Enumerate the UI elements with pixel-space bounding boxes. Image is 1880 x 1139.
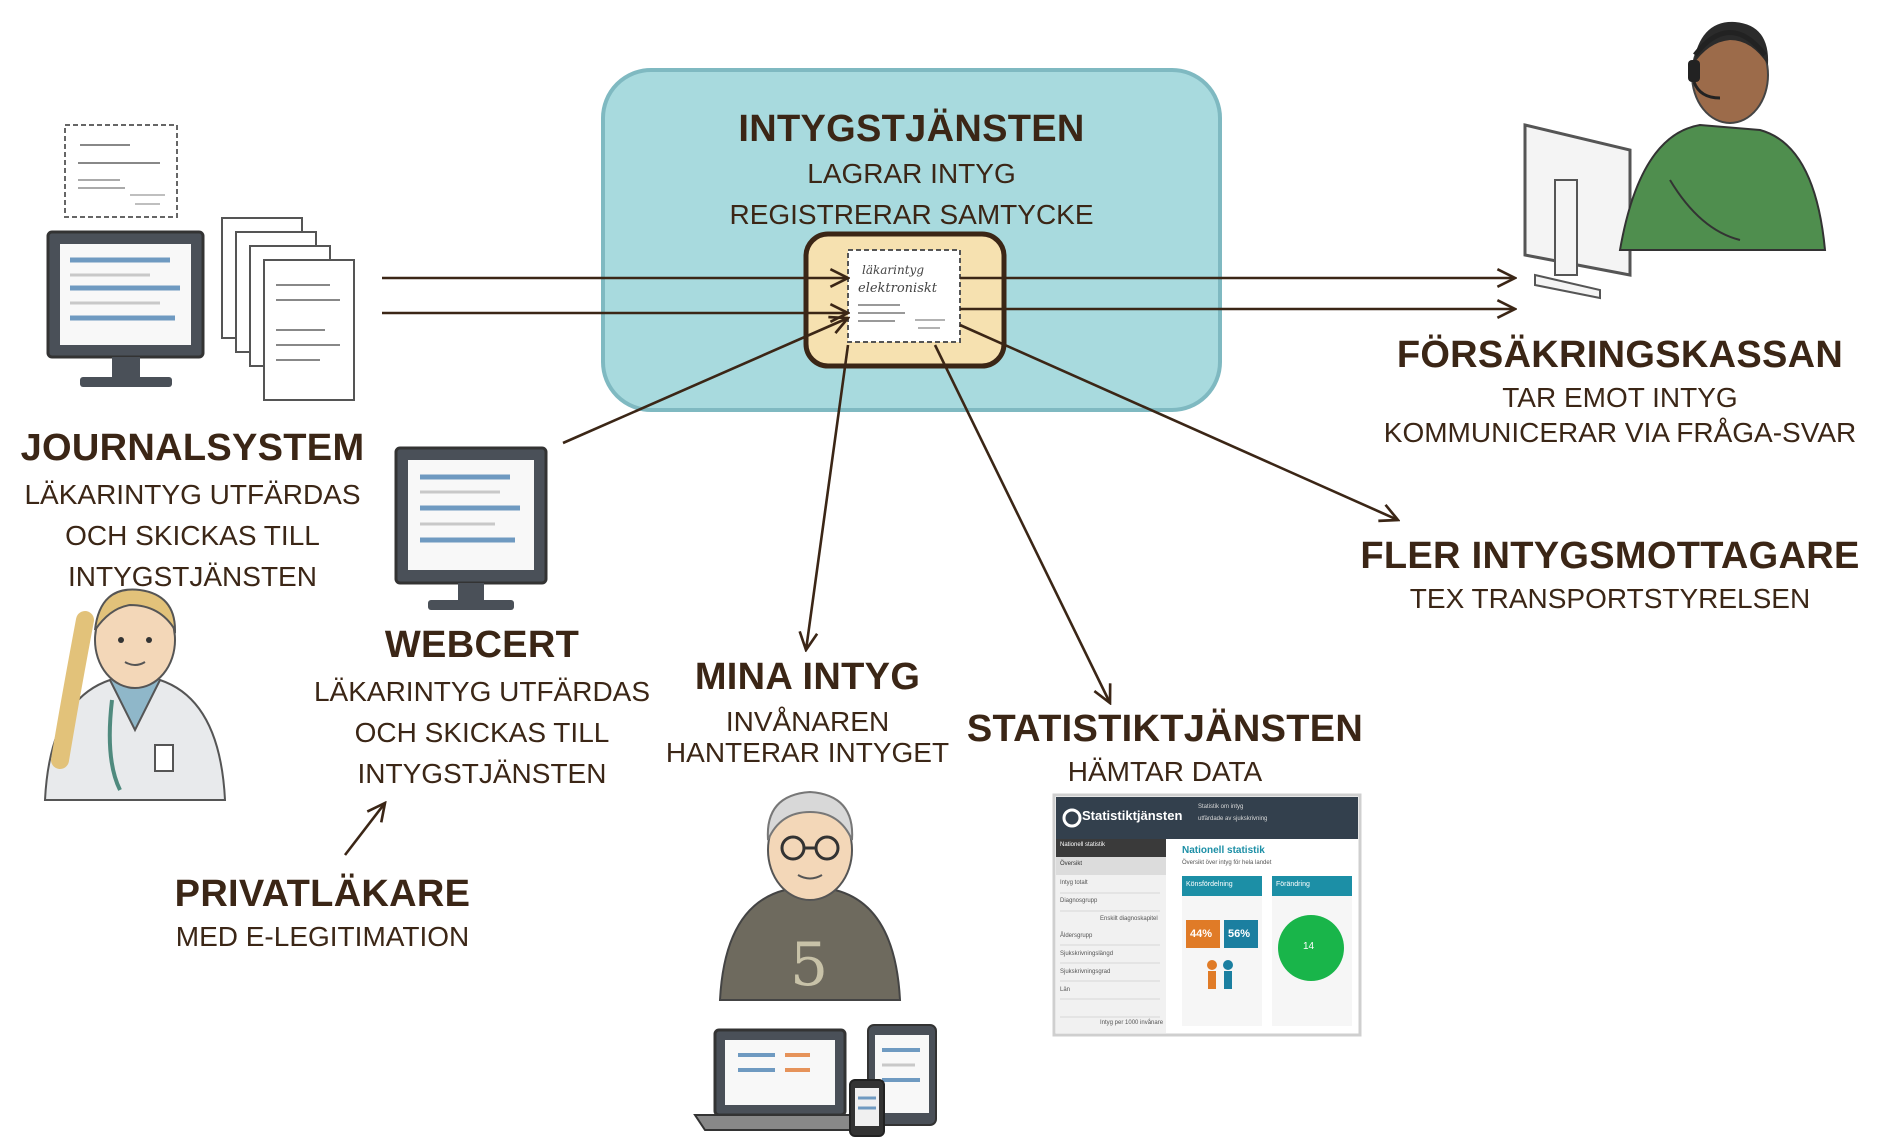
statistik-header-text-2: utfärdade av sjukskrivning bbox=[1198, 816, 1268, 822]
statistik-menu-7: Sjukskrivningsgrad bbox=[1060, 969, 1111, 975]
journal-monitor-icon bbox=[46, 230, 205, 387]
svg-text:5: 5 bbox=[790, 930, 828, 1000]
minaintyg-title: MINA INTYG bbox=[694, 656, 921, 698]
fk-line-1: TAR EMOT INTYG bbox=[1502, 382, 1738, 413]
statistik-section-sub: Översikt över intyg för hela landet bbox=[1182, 860, 1272, 866]
webcert-label: WEBCERT LÄKARINTYG UTFÄRDAS OCH SKICKAS … bbox=[282, 624, 682, 794]
arrow-webcert-to-intyg bbox=[562, 318, 848, 445]
statistik-line-1: HÄMTAR DATA bbox=[1067, 756, 1263, 787]
phone-icon bbox=[849, 1079, 885, 1137]
fler-label: FLER INTYGSMOTTAGARE TEX TRANSPORTSTYREL… bbox=[1340, 535, 1880, 619]
webcert-monitor-icon bbox=[394, 446, 548, 610]
statistik-pct-male: 56% bbox=[1228, 928, 1251, 940]
statistik-menu-9: Intyg per 1000 invånare bbox=[1100, 1020, 1164, 1026]
statistik-pct-female: 44% bbox=[1190, 928, 1213, 940]
certificate-word-2: elektroniskt bbox=[858, 281, 938, 296]
statistik-menu-2: Intyg totalt bbox=[1060, 880, 1088, 886]
intygstjansten-title: INTYGSTJÄNSTEN bbox=[738, 108, 1085, 150]
statistik-menu-8: Län bbox=[1060, 987, 1071, 993]
journalsystem-line-3: INTYGSTJÄNSTEN bbox=[68, 561, 317, 592]
fk-agent-illustration bbox=[1618, 21, 1827, 251]
minaintyg-line-2: HANTERAR INTYGET bbox=[665, 737, 950, 768]
arrow-intyg-to-statistik bbox=[933, 344, 1110, 703]
webcert-title: WEBCERT bbox=[384, 624, 580, 666]
fk-title: FÖRSÄKRINGSKASSAN bbox=[1396, 334, 1844, 376]
journal-papers-icon bbox=[221, 217, 355, 401]
statistik-header-text: Statistik om intyg bbox=[1198, 804, 1244, 810]
fk-line-2: KOMMUNICERAR VIA FRÅGA-SVAR bbox=[1383, 417, 1857, 448]
certificate-icon: läkarintyg elektroniskt bbox=[847, 249, 961, 343]
statistik-label: STATISTIKTJÄNSTEN HÄMTAR DATA bbox=[950, 708, 1380, 792]
minaintyg-label: MINA INTYG INVÅNAREN HANTERAR INTYGET bbox=[640, 656, 975, 773]
certificate-word-1: läkarintyg bbox=[862, 263, 924, 277]
journalsystem-title: JOURNALSYSTEM bbox=[20, 427, 365, 469]
journalsystem-label: JOURNALSYSTEM LÄKARINTYG UTFÄRDAS OCH SK… bbox=[0, 427, 385, 597]
journal-certificate-icon bbox=[64, 124, 178, 218]
fk-label: FÖRSÄKRINGSKASSAN TAR EMOT INTYG KOMMUNI… bbox=[1360, 334, 1880, 453]
journalsystem-line-2: OCH SKICKAS TILL bbox=[65, 520, 320, 551]
doctor-illustration bbox=[43, 588, 227, 801]
statistik-menu-3: Diagnosgrupp bbox=[1060, 898, 1098, 904]
statistik-screenshot bbox=[1052, 793, 1362, 1037]
privatlakare-line-1: MED E-LEGITIMATION bbox=[175, 921, 470, 952]
webcert-line-1: LÄKARINTYG UTFÄRDAS bbox=[313, 676, 651, 707]
webcert-line-3: INTYGSTJÄNSTEN bbox=[357, 758, 607, 789]
fler-title: FLER INTYGSMOTTAGARE bbox=[1360, 535, 1860, 577]
fler-line-1: TEX TRANSPORTSTYRELSEN bbox=[1409, 583, 1811, 614]
intygstjansten-label: INTYGSTJÄNSTEN LAGRAR INTYG REGISTRERAR … bbox=[603, 108, 1220, 235]
statistik-menu-1: Översikt bbox=[1060, 861, 1083, 867]
statistik-menu-4: Enskilt diagnoskapitel bbox=[1100, 916, 1158, 922]
arrow-intyg-to-minaintyg bbox=[806, 344, 850, 650]
fk-monitor-icon bbox=[1523, 123, 1632, 300]
statistik-menu-0: Nationell statistik bbox=[1060, 842, 1106, 848]
statistik-card-2-title: Förändring bbox=[1276, 881, 1310, 888]
statistik-section-title: Nationell statistik bbox=[1182, 845, 1265, 856]
statistik-menu-6: Sjukskrivningslängd bbox=[1060, 951, 1114, 957]
laptop-icon bbox=[693, 1028, 867, 1131]
privatlakare-title: PRIVATLÄKARE bbox=[174, 873, 471, 915]
citizen-illustration: 5 bbox=[718, 790, 902, 1001]
intygstjansten-line-2: REGISTRERAR SAMTYCKE bbox=[729, 199, 1094, 230]
journalsystem-line-1: LÄKARINTYG UTFÄRDAS bbox=[24, 479, 361, 510]
statistik-app-name: Statistiktjänsten bbox=[1082, 808, 1183, 823]
webcert-line-2: OCH SKICKAS TILL bbox=[354, 717, 610, 748]
privatlakare-label: PRIVATLÄKARE MED E-LEGITIMATION bbox=[140, 873, 505, 957]
statistik-menu-5: Åldersgrupp bbox=[1060, 933, 1093, 939]
statistik-circle-value: 14 bbox=[1303, 941, 1315, 952]
statistik-card-1-title: Könsfördelning bbox=[1186, 881, 1233, 888]
arrow-privatlakare-to-webcert bbox=[343, 803, 385, 856]
statistik-title: STATISTIKTJÄNSTEN bbox=[966, 708, 1364, 750]
arrow-intyg-to-fler bbox=[959, 323, 1398, 520]
intygstjansten-line-1: LAGRAR INTYG bbox=[807, 158, 1016, 189]
minaintyg-line-1: INVÅNAREN bbox=[725, 706, 890, 737]
